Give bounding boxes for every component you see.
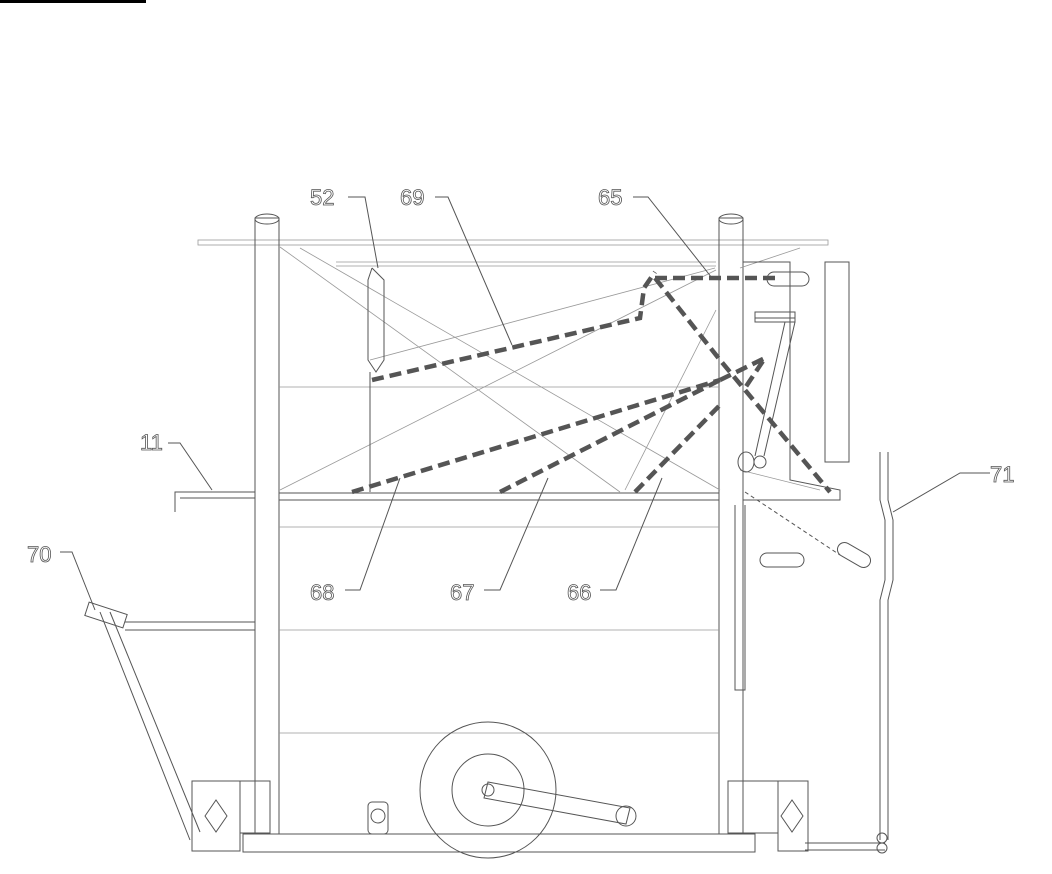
part-70-handle (85, 602, 255, 840)
top-rail (198, 240, 828, 266)
leader-lines (60, 197, 990, 610)
dashed-belts (352, 272, 830, 492)
label-70: 70 (27, 542, 51, 567)
wheel-assembly (368, 722, 636, 858)
belt-69 (372, 272, 655, 380)
label-65: 65 (598, 185, 622, 210)
label-69: 69 (400, 185, 424, 210)
left-post (255, 214, 279, 834)
latch-bracket (735, 505, 804, 690)
label-71: 71 (990, 462, 1014, 487)
label-67: 67 (450, 580, 474, 605)
right-mechanism (738, 262, 849, 500)
base (192, 781, 808, 852)
body-panels (279, 387, 719, 733)
label-11: 11 (140, 430, 163, 455)
part-71-lever (805, 452, 893, 853)
chain (745, 492, 873, 570)
label-52: 52 (310, 185, 334, 210)
label-68: 68 (310, 580, 334, 605)
label-66: 66 (567, 580, 591, 605)
right-post (719, 214, 743, 834)
part-11-rail (175, 492, 255, 512)
